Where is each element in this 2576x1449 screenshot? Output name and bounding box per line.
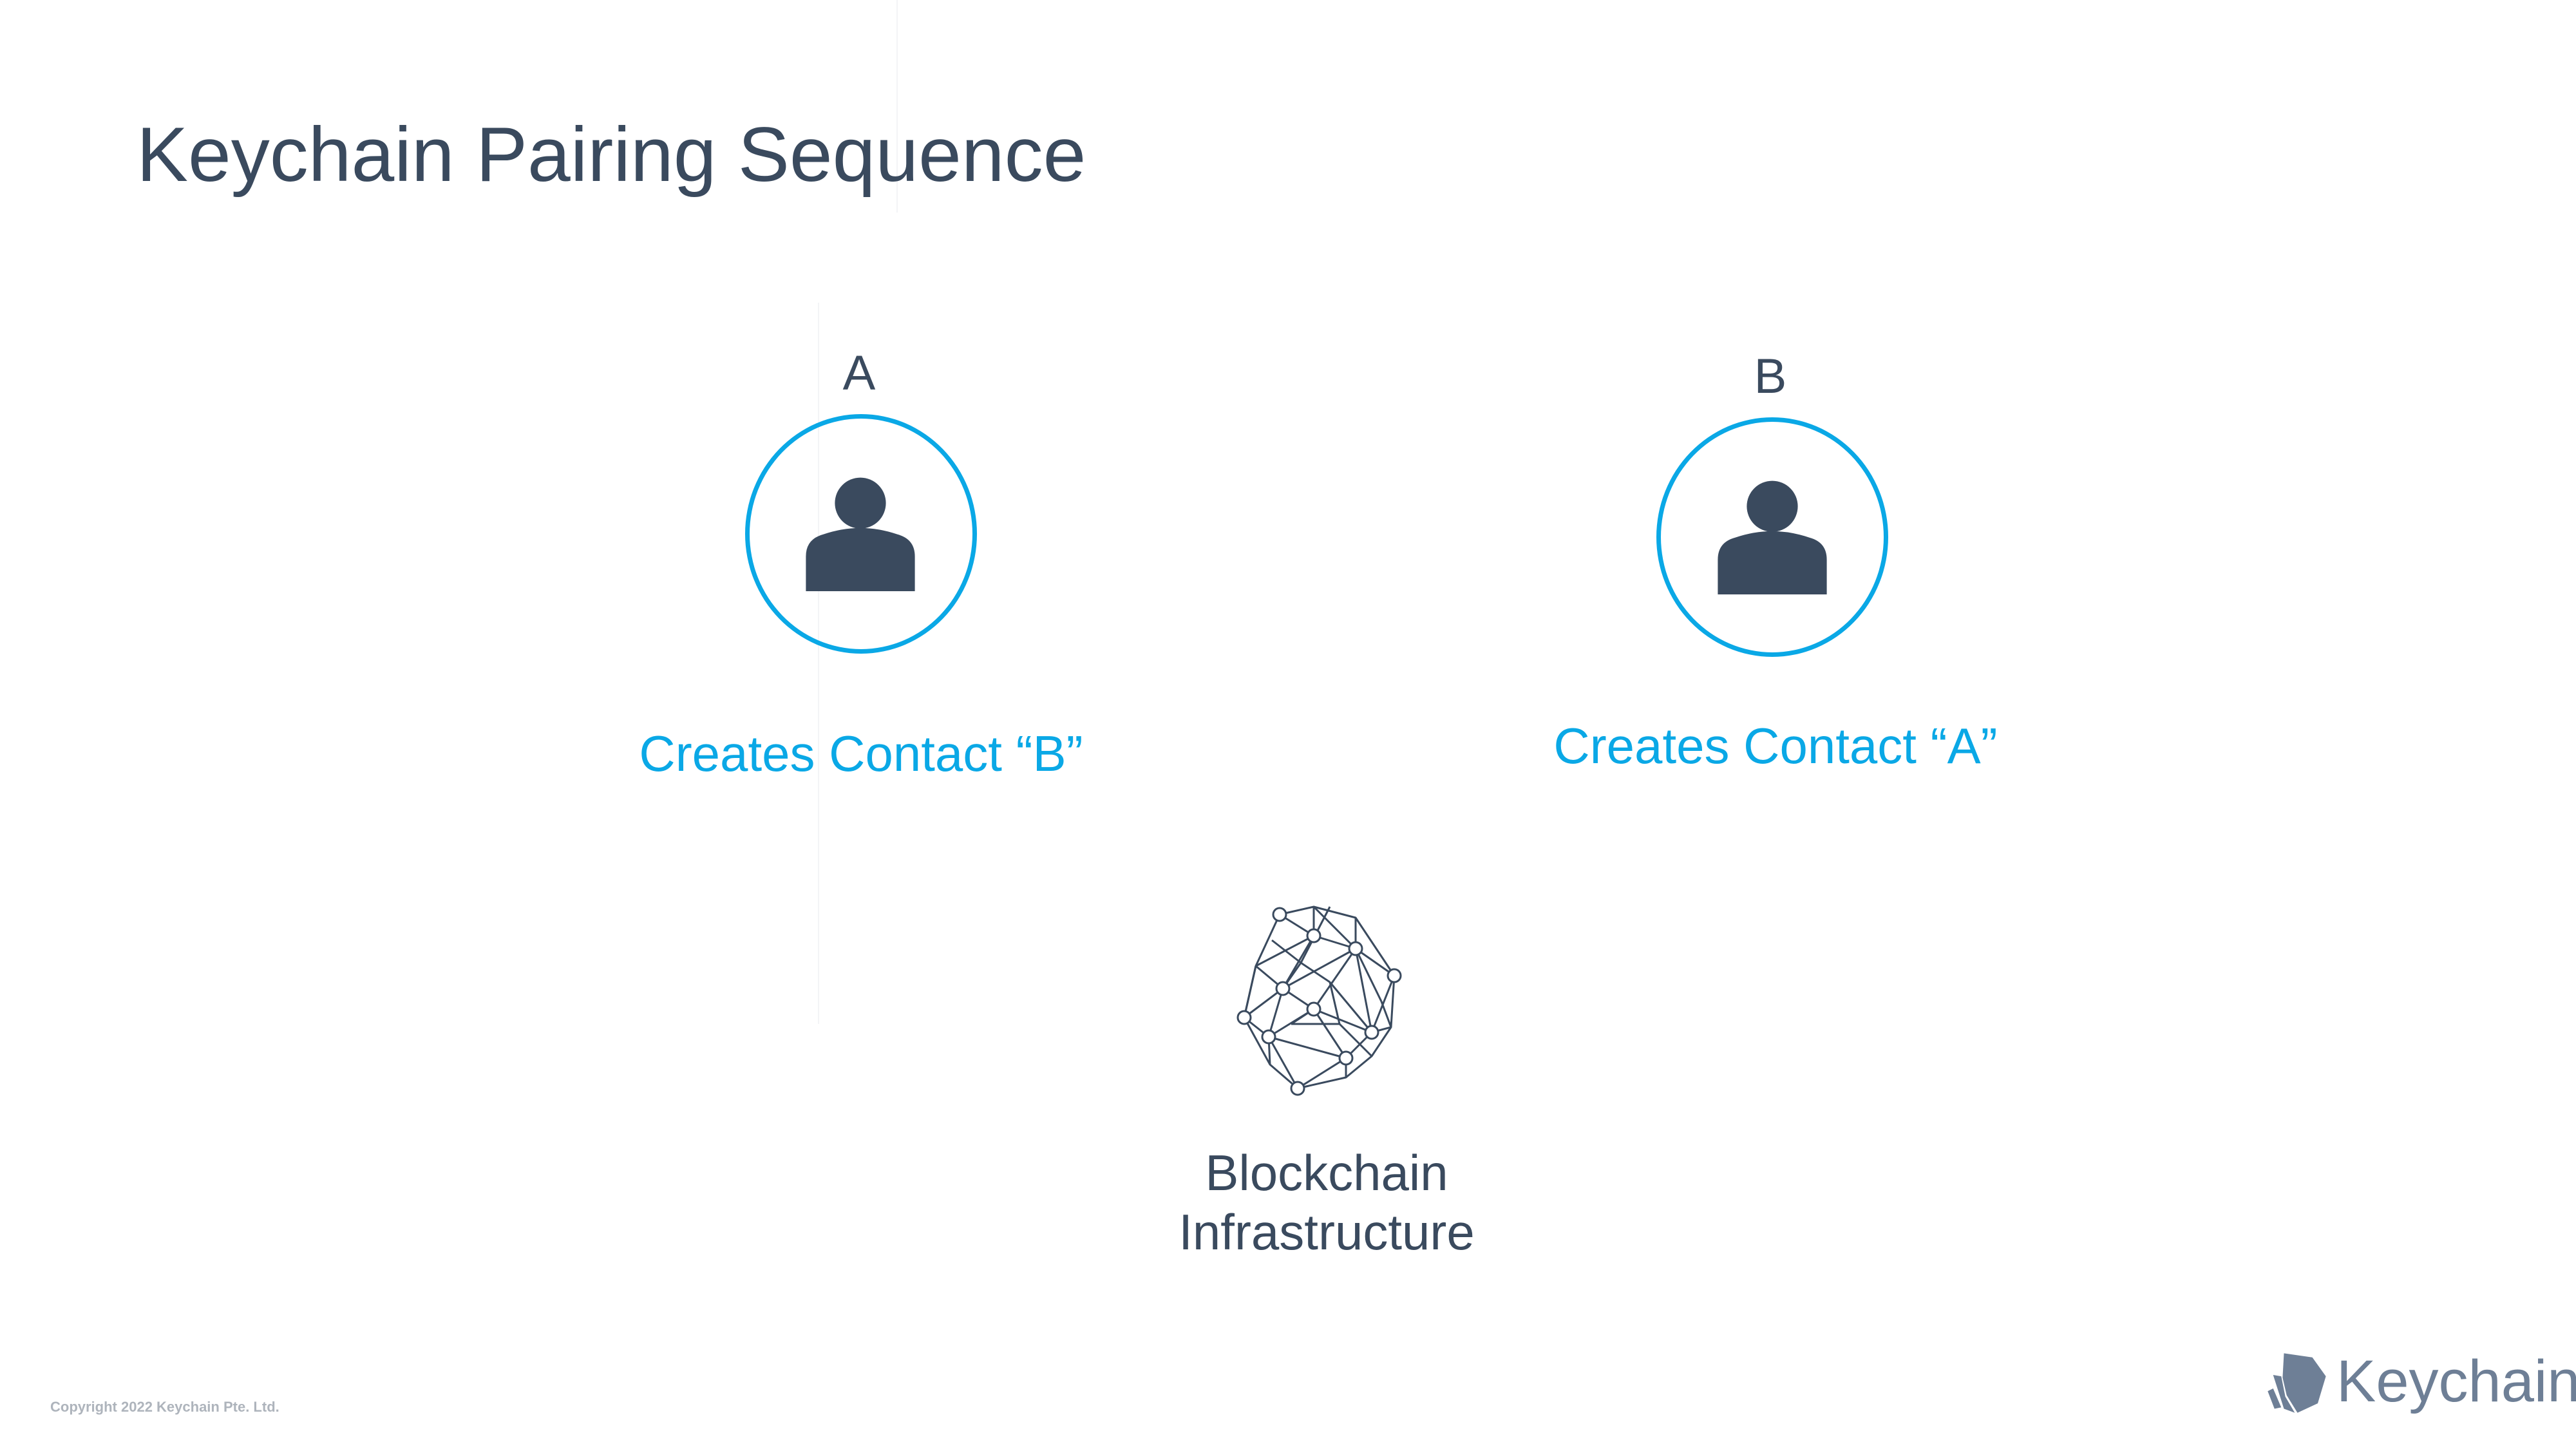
brand-name: Keychain: [2336, 1349, 2576, 1414]
guide-line: [818, 303, 819, 1024]
party-a-action: Creates Contact “B”: [639, 725, 1083, 782]
keychain-logo-icon: [2268, 1352, 2326, 1413]
copyright-text: Copyright 2022 Keychain Pte. Ltd.: [50, 1399, 279, 1415]
person-icon: [1718, 480, 1827, 594]
party-a-circle: [745, 414, 977, 654]
network-globe-icon: [1236, 905, 1402, 1096]
page-title: Keychain Pairing Sequence: [137, 111, 1086, 198]
party-a-label: A: [842, 346, 876, 401]
infrastructure-line-2: Infrastructure: [1179, 1204, 1475, 1260]
person-icon: [806, 477, 915, 591]
party-b-circle: [1656, 417, 1888, 657]
party-b-label: B: [1754, 349, 1787, 404]
infrastructure-line-1: Blockchain: [1205, 1144, 1448, 1201]
party-b-action: Creates Contact “A”: [1553, 717, 1998, 774]
brand-logo: Keychain: [2264, 1343, 2576, 1420]
guide-line: [896, 0, 898, 213]
infrastructure-label: Blockchain Infrastructure: [1069, 1143, 1584, 1262]
